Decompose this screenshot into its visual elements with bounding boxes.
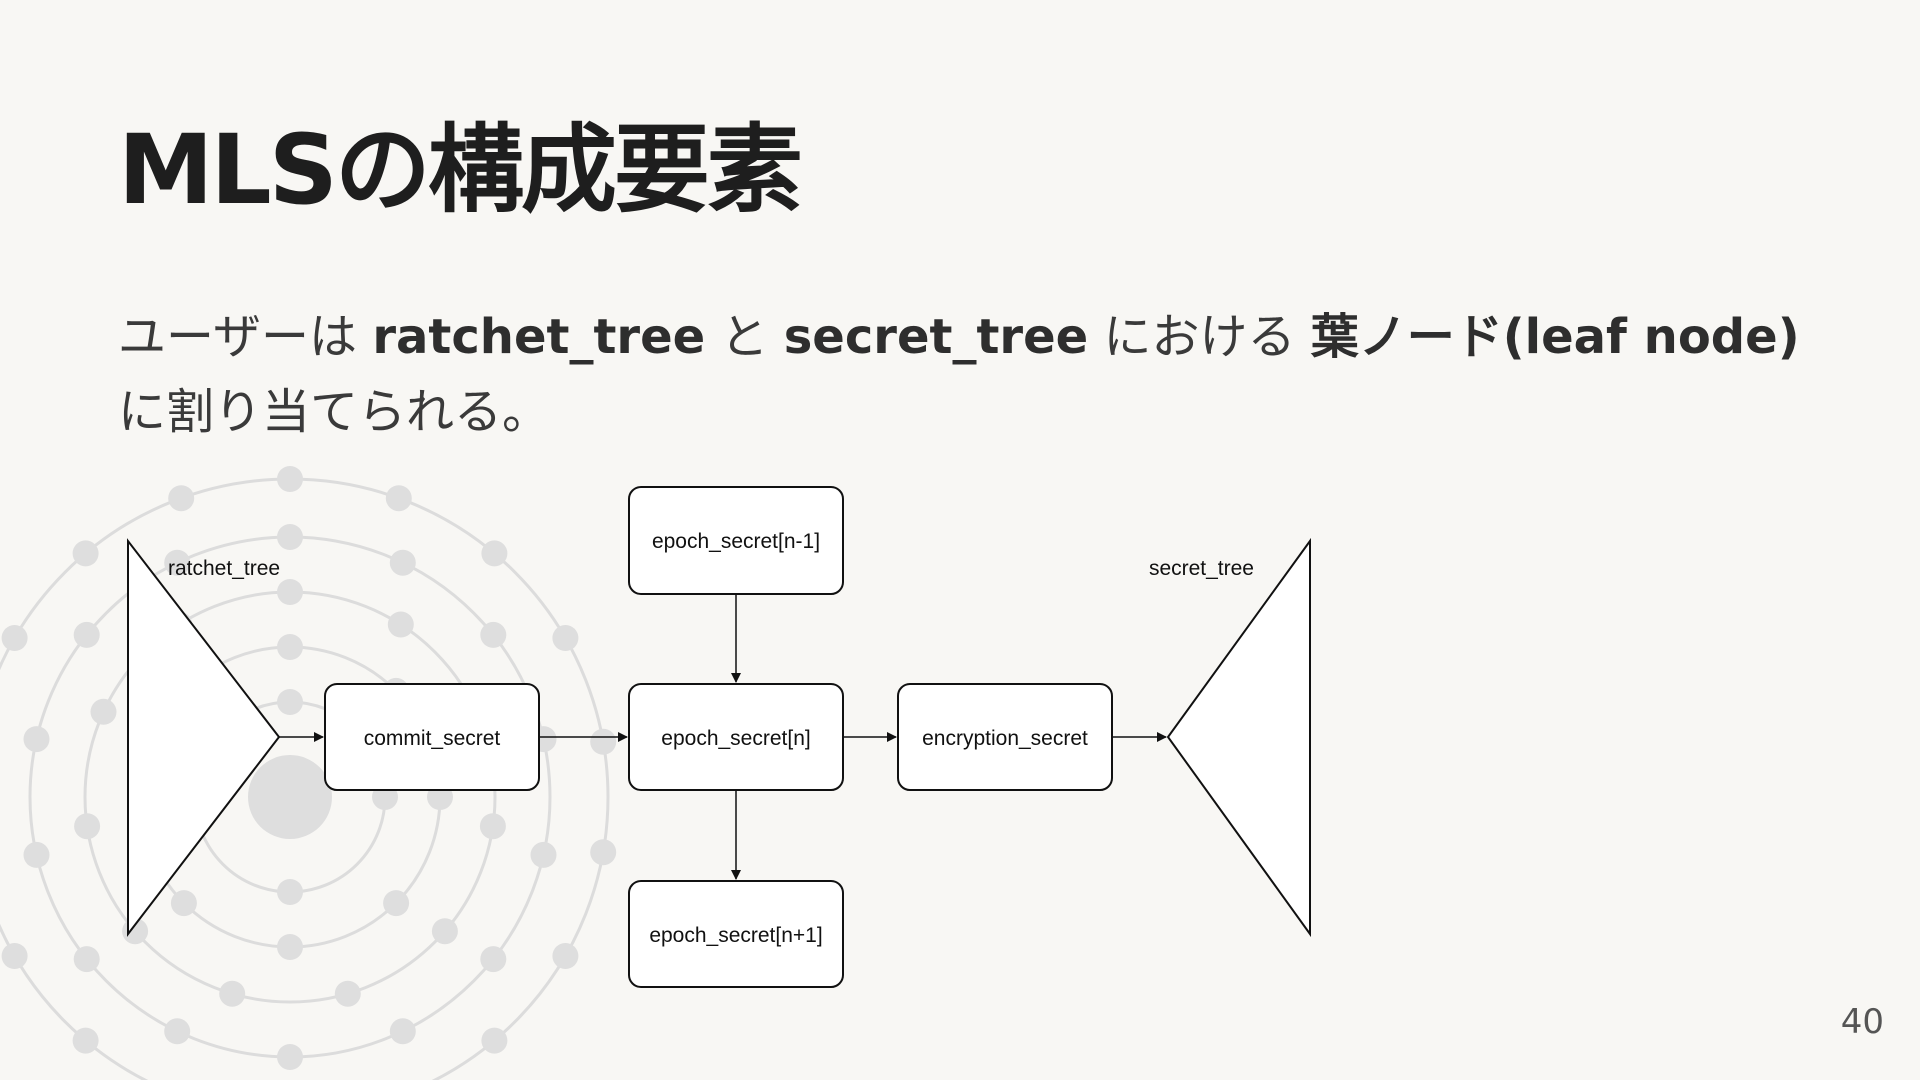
orbit-dot	[479, 813, 506, 840]
orbit-dot	[168, 485, 195, 512]
orbit-dot	[170, 890, 197, 917]
orbit-dot	[481, 1027, 508, 1054]
node-epoch-secret-prev: epoch_secret[n-1]	[628, 486, 844, 595]
orbit-dot	[552, 943, 579, 969]
orbit-dot	[277, 524, 303, 550]
node-epoch-secret-next-label: epoch_secret[n+1]	[649, 924, 822, 947]
node-encryption-secret: encryption_secret	[897, 683, 1113, 791]
orbit-dot	[90, 698, 117, 725]
orbit-dot	[73, 621, 100, 648]
orbit-dot	[277, 634, 303, 660]
body-text-part: と	[705, 309, 784, 365]
orbit-dot	[334, 980, 361, 1007]
orbit-dot	[431, 918, 458, 945]
slide-title: MLSの構成要素	[118, 114, 803, 226]
orbit-dot	[277, 934, 303, 960]
orbit-dot	[277, 879, 303, 905]
node-commit-secret: commit_secret	[324, 683, 540, 791]
term-secret-tree: secret_tree	[783, 309, 1089, 365]
orbit-dot	[1, 625, 28, 651]
orbit-dot	[277, 689, 303, 715]
orbit-dot	[277, 1044, 303, 1070]
term-ratchet-tree: ratchet_tree	[372, 309, 706, 365]
orbit-dot	[72, 540, 99, 567]
body-text-part: ユーザーは	[118, 309, 373, 365]
orbit-dot	[481, 540, 508, 567]
body-text: ユーザーは ratchet_tree と secret_tree における 葉ノ…	[118, 300, 1818, 450]
orbit-dot	[530, 841, 557, 868]
secret-tree-shape	[1166, 537, 1311, 938]
orbit-dot	[277, 466, 303, 492]
body-text-part: に割り当てられる。	[118, 384, 551, 440]
secret-tree-label: secret_tree	[1149, 557, 1254, 580]
orbit-dot	[590, 839, 617, 866]
orbit-dot	[383, 890, 410, 917]
orbit-dot	[73, 946, 100, 973]
orbit-dot	[552, 625, 579, 651]
orbit-dot	[164, 549, 191, 576]
orbit-dot	[74, 813, 101, 840]
node-epoch-secret-prev-label: epoch_secret[n-1]	[652, 530, 820, 553]
orbit-dot	[72, 1027, 99, 1054]
page-number: 40	[1840, 1002, 1884, 1042]
node-epoch-secret: epoch_secret[n]	[628, 683, 844, 791]
orbit-dot	[480, 621, 507, 648]
node-commit-secret-label: commit_secret	[364, 727, 501, 750]
node-encryption-secret-label: encryption_secret	[922, 727, 1088, 750]
orbit-dot	[385, 485, 412, 512]
node-epoch-secret-label: epoch_secret[n]	[661, 727, 810, 750]
orbit-dot	[387, 611, 414, 638]
orbit-dot	[480, 946, 507, 973]
orbit-dot	[389, 549, 416, 576]
orbit-dot	[1, 943, 28, 969]
orbit-dot	[389, 1018, 416, 1045]
ratchet-tree-shape	[127, 538, 281, 937]
orbit-dot	[23, 841, 50, 868]
term-leaf-node: 葉ノード(leaf node)	[1310, 309, 1800, 365]
ratchet-tree-label: ratchet_tree	[168, 557, 280, 580]
orbit-dot	[164, 1018, 191, 1045]
orbit-dot	[219, 980, 246, 1007]
node-epoch-secret-next: epoch_secret[n+1]	[628, 880, 844, 988]
orbit-dot	[277, 579, 303, 605]
orbit-dot	[590, 728, 617, 755]
orbit-dot	[23, 726, 50, 753]
body-text-part: における	[1088, 309, 1311, 365]
